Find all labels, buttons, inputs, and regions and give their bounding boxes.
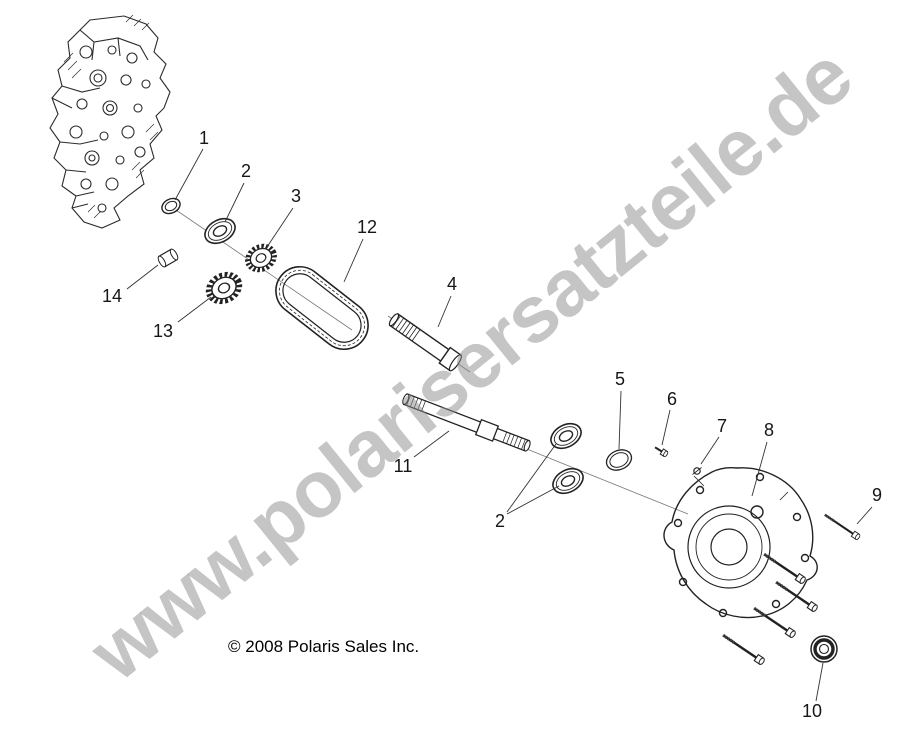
part-10-seal (810, 635, 838, 663)
part-3-gear (243, 241, 279, 274)
callout-leader-lines (126, 148, 873, 702)
part-4-shaft (388, 313, 462, 372)
callout-9: 9 (871, 485, 883, 505)
engine-crankcase-art (49, 14, 171, 229)
part-11-mainshaft (402, 393, 531, 452)
part-2-bearing-mid (545, 417, 587, 455)
callout-13: 13 (152, 321, 174, 341)
callout-7: 7 (716, 416, 728, 436)
part-7-screw (692, 467, 702, 475)
callout-3: 3 (290, 186, 302, 206)
cover-mounting-bolts (719, 549, 820, 667)
callout-11: 11 (393, 456, 413, 476)
part-9-bolt (821, 510, 863, 542)
callout-10: 10 (801, 701, 823, 721)
callout-4: 4 (446, 274, 458, 294)
callout-14: 14 (101, 286, 123, 306)
part-1-washer (161, 197, 181, 215)
callout-5: 5 (614, 369, 626, 389)
part-14-bushing (157, 248, 179, 268)
part-5-oring (605, 449, 633, 471)
part-2-bearing-upper (199, 212, 241, 250)
callout-6: 6 (666, 389, 678, 409)
callout-2b: 2 (494, 511, 506, 531)
callout-1: 1 (198, 128, 210, 148)
callout-2: 2 (240, 161, 252, 181)
part-8-gearcase-cover (663, 466, 818, 619)
callout-8: 8 (763, 420, 775, 440)
part-2-bearing-lower (547, 462, 589, 500)
part-13-gear (204, 269, 245, 307)
part-12-chain (275, 265, 369, 351)
part-6-bolt (654, 446, 669, 458)
callout-12: 12 (356, 217, 378, 237)
copyright-text: © 2008 Polaris Sales Inc. (228, 637, 420, 656)
